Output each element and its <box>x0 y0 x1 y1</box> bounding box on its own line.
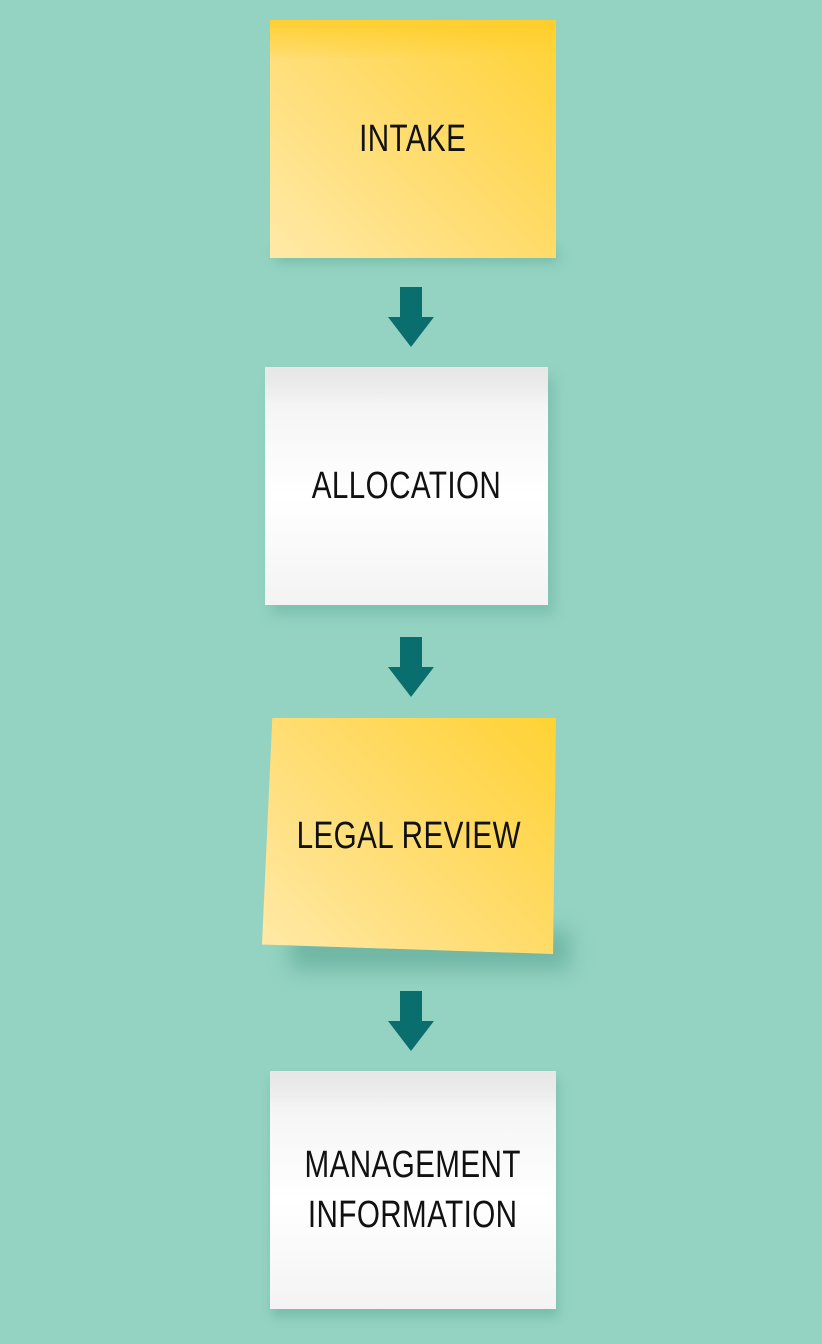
step-label: ALLOCATION <box>311 465 502 507</box>
arrow-down-icon <box>388 991 434 1051</box>
step-label: INTAKE <box>359 118 467 160</box>
arrow-down-icon <box>388 637 434 697</box>
note-adhesive-strip <box>270 1071 556 1107</box>
arrow-down-icon <box>388 287 434 347</box>
step-legal-review-note: LEGAL REVIEW <box>262 718 556 954</box>
step-allocation-note: ALLOCATION <box>265 367 548 605</box>
step-label: LEGAL REVIEW <box>296 815 522 857</box>
note-adhesive-strip <box>265 367 548 403</box>
step-label: MANAGEMENT INFORMATION <box>304 1144 522 1236</box>
step-management-information-note: MANAGEMENT INFORMATION <box>270 1071 556 1309</box>
note-adhesive-strip <box>270 20 556 58</box>
step-intake-note: INTAKE <box>270 20 556 258</box>
